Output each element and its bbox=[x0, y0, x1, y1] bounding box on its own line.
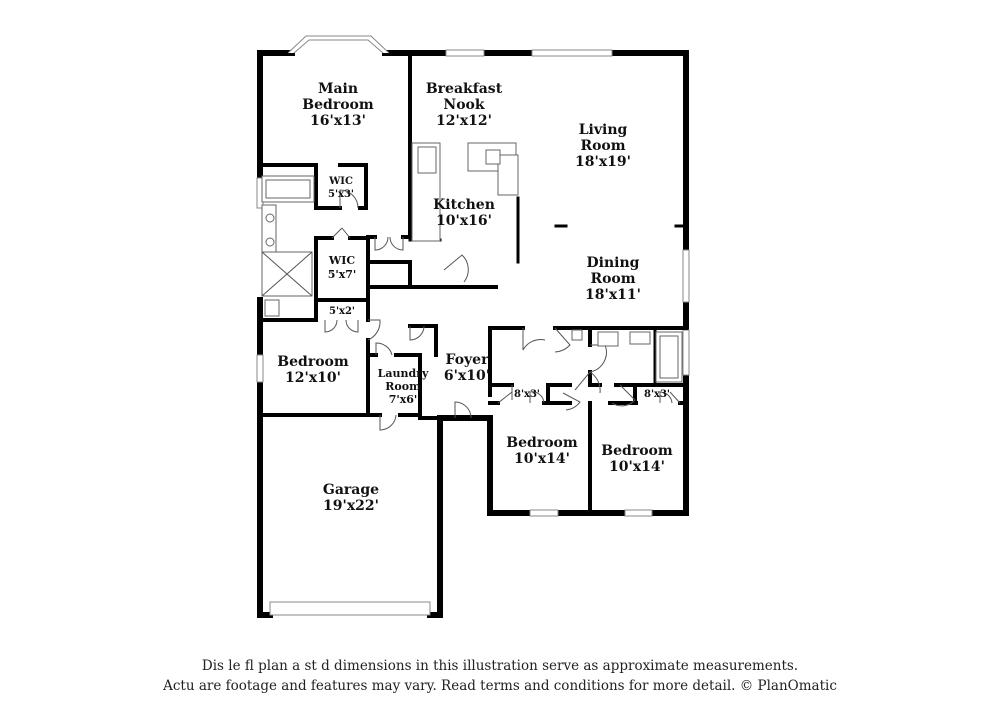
foyer-label: Foyer bbox=[446, 352, 490, 368]
garage-size: 19'x22' bbox=[323, 498, 379, 514]
main-bedroom-label-2: Bedroom bbox=[302, 97, 374, 113]
main-bedroom-size: 16'x13' bbox=[310, 113, 366, 129]
windows bbox=[256, 35, 690, 616]
dining-room-size: 18'x11' bbox=[585, 287, 641, 303]
dining-room-label-1: Dining bbox=[587, 255, 640, 271]
fixtures bbox=[261, 142, 683, 383]
kitchen-label: Kitchen bbox=[433, 197, 495, 213]
main-bedroom-label-1: Main bbox=[318, 81, 358, 97]
bedroom-west-size: 12'x10' bbox=[285, 370, 341, 386]
laundry-room-size: 7'x6' bbox=[389, 393, 418, 406]
breakfast-nook-label-2: Nook bbox=[443, 97, 484, 113]
room-labels: Main Bedroom 16'x13' Breakfast Nook 12'x… bbox=[277, 81, 673, 514]
breakfast-nook-size: 12'x12' bbox=[436, 113, 492, 129]
laundry-room-label-2: Room bbox=[385, 380, 421, 393]
closet-8x3-b-size: 8'x3' bbox=[644, 389, 670, 400]
laundry-room-label-1: Laundry bbox=[378, 367, 429, 380]
breakfast-nook-label-1: Breakfast bbox=[426, 81, 503, 97]
disclaimer: Dis le fl plan a st d dimensions in this… bbox=[0, 656, 1000, 696]
living-room-size: 18'x19' bbox=[575, 154, 631, 170]
closet-8x3-a-size: 8'x3' bbox=[514, 389, 540, 400]
living-room-label-1: Living bbox=[579, 122, 628, 138]
bedroom-west-label: Bedroom bbox=[277, 354, 349, 370]
doors bbox=[324, 189, 681, 431]
kitchen-size: 10'x16' bbox=[436, 213, 492, 229]
exterior-walls bbox=[257, 50, 689, 618]
wic-small-size: 5'x3' bbox=[328, 189, 354, 200]
wic-large-size: 5'x7' bbox=[328, 268, 357, 281]
garage-label: Garage bbox=[323, 482, 379, 498]
bedroom-east-label: Bedroom bbox=[601, 443, 673, 459]
disclaimer-line-1: Dis le fl plan a st d dimensions in this… bbox=[201, 658, 799, 674]
living-room-label-2: Room bbox=[580, 138, 625, 154]
dining-room-label-2: Room bbox=[590, 271, 635, 287]
interior-walls bbox=[258, 51, 688, 515]
bedroom-east-size: 10'x14' bbox=[609, 459, 665, 475]
foyer-size: 6'x10' bbox=[444, 368, 490, 384]
wic-small-label: WIC bbox=[328, 176, 353, 187]
bedroom-center-label: Bedroom bbox=[506, 435, 578, 451]
closet-5x2-size: 5'x2' bbox=[329, 306, 355, 317]
bedroom-center-size: 10'x14' bbox=[514, 451, 570, 467]
disclaimer-line-2: Actu are footage and features may vary. … bbox=[163, 678, 837, 694]
wic-large-label: WIC bbox=[328, 254, 355, 267]
